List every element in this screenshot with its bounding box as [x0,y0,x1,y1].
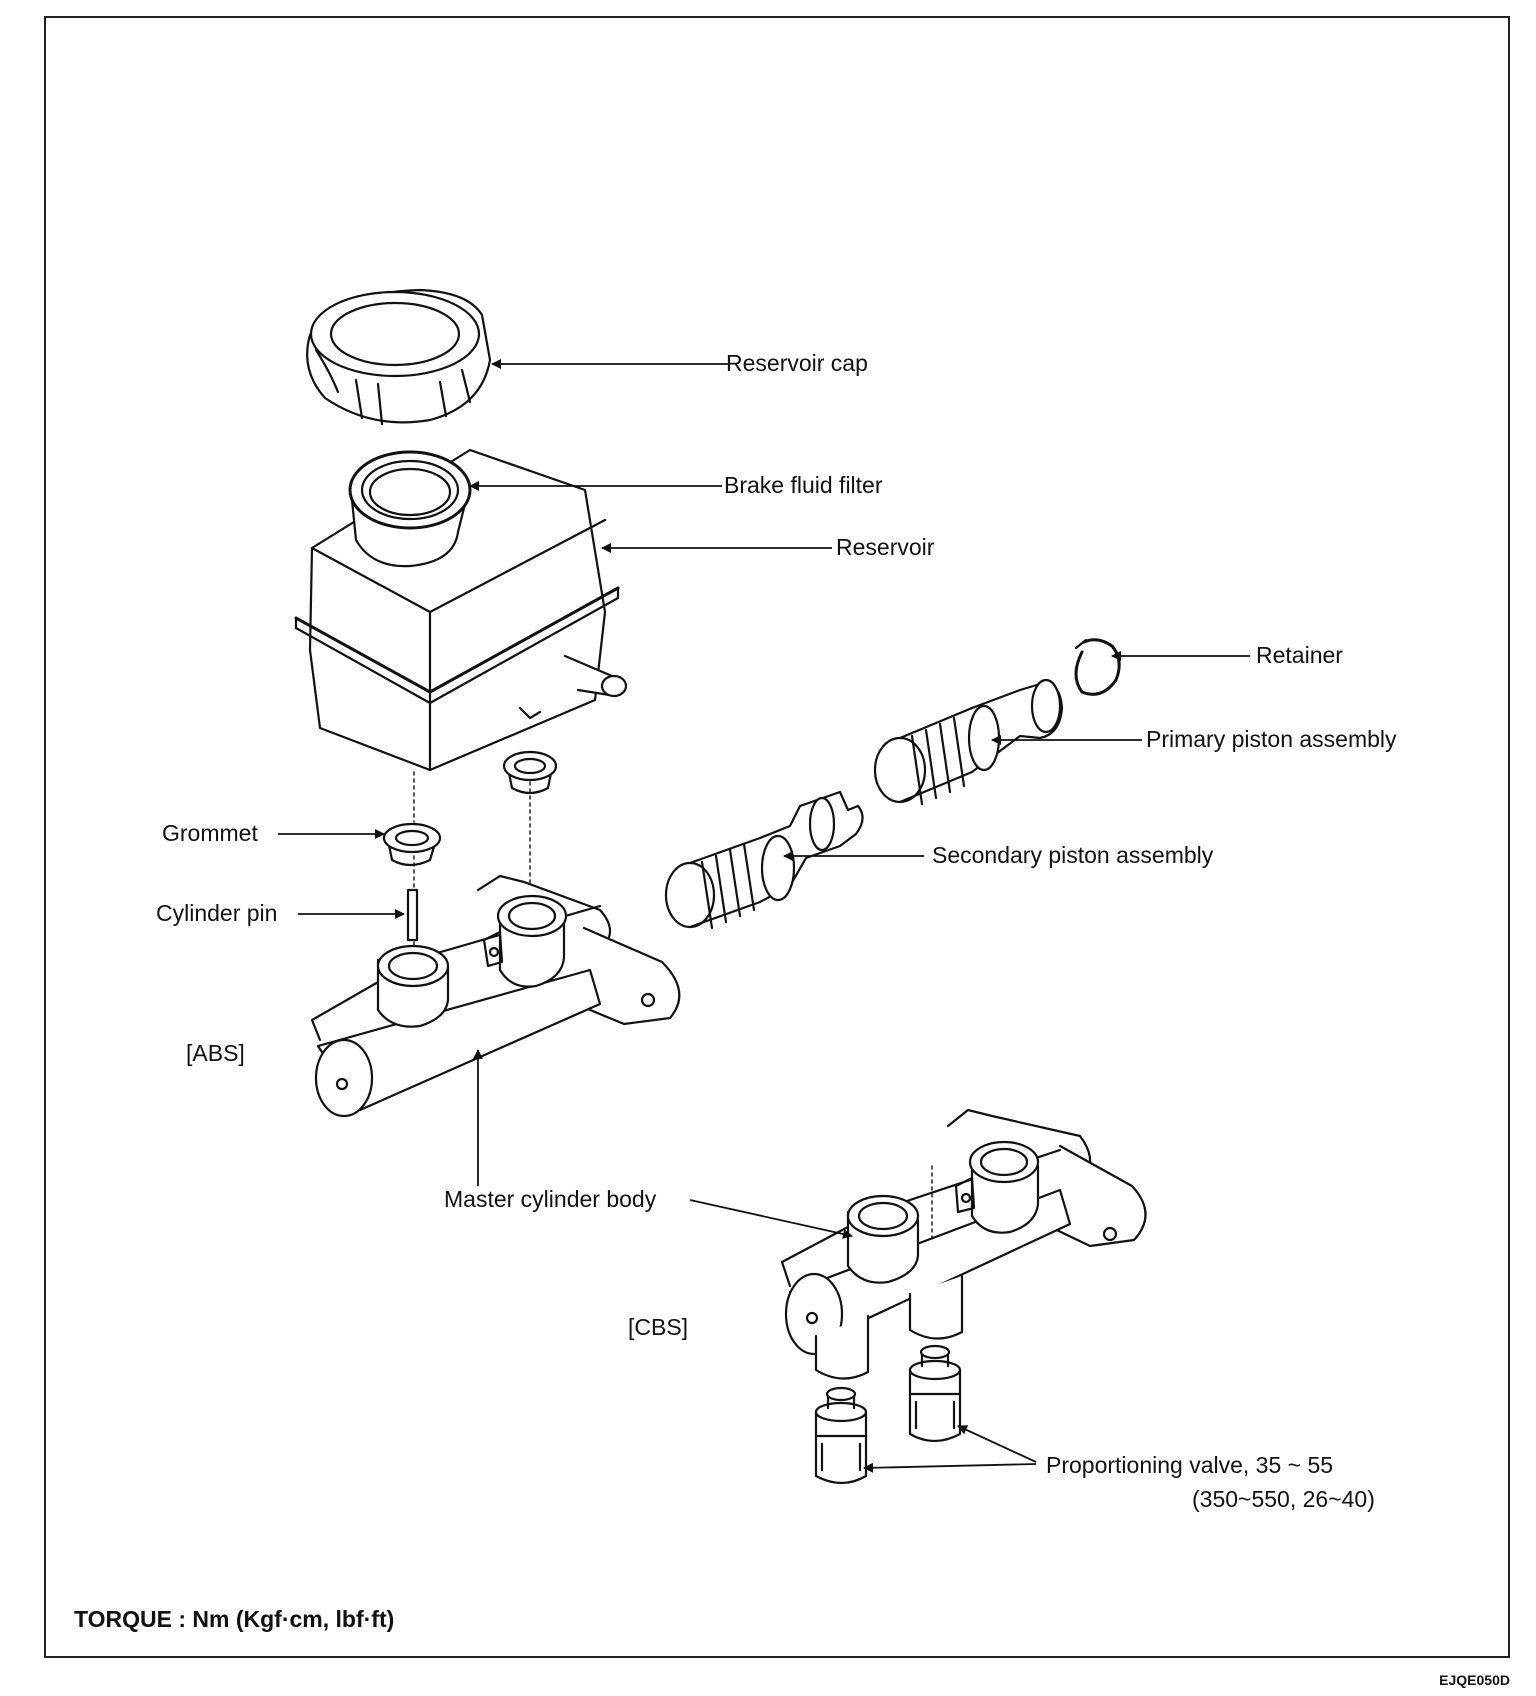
label-proportioning-valve-torque: (350~550, 26~40) [1192,1486,1375,1512]
abs-master-cylinder-drawing [310,874,681,1118]
cbs-master-cylinder-drawing [780,1108,1147,1380]
primary-piston-drawing [873,678,1064,806]
label-master-cylinder-body: Master cylinder body [444,1186,657,1212]
retainer-drawing [1074,638,1121,696]
grommet-drawing [382,750,558,867]
torque-note: TORQUE : Nm (Kgf·cm, lbf·ft) [74,1606,395,1632]
label-primary-piston-assembly: Primary piston assembly [1146,726,1397,752]
label-grommet: Grommet [162,820,258,846]
label-cylinder-pin: Cylinder pin [156,900,278,926]
secondary-piston-drawing [664,790,864,930]
label-reservoir-cap: Reservoir cap [726,350,868,376]
label-proportioning-valve: Proportioning valve, 35 ~ 55 [1046,1452,1334,1478]
label-brake-fluid-filter: Brake fluid filter [724,472,883,498]
leader-lines [278,359,1250,1473]
diagram-frame [44,16,1510,1658]
label-cbs: [CBS] [628,1314,689,1340]
figure-code: EJQE050D [1439,1672,1510,1688]
label-reservoir: Reservoir [836,534,935,560]
proportioning-valve-drawing [814,1344,962,1485]
reservoir-cap-drawing [306,288,492,426]
brake-fluid-filter-drawing [348,450,472,568]
label-abs: [ABS] [186,1040,245,1066]
label-secondary-piston-assembly: Secondary piston assembly [932,842,1214,868]
cylinder-pin-drawing [406,888,419,942]
label-retainer: Retainer [1256,642,1343,668]
